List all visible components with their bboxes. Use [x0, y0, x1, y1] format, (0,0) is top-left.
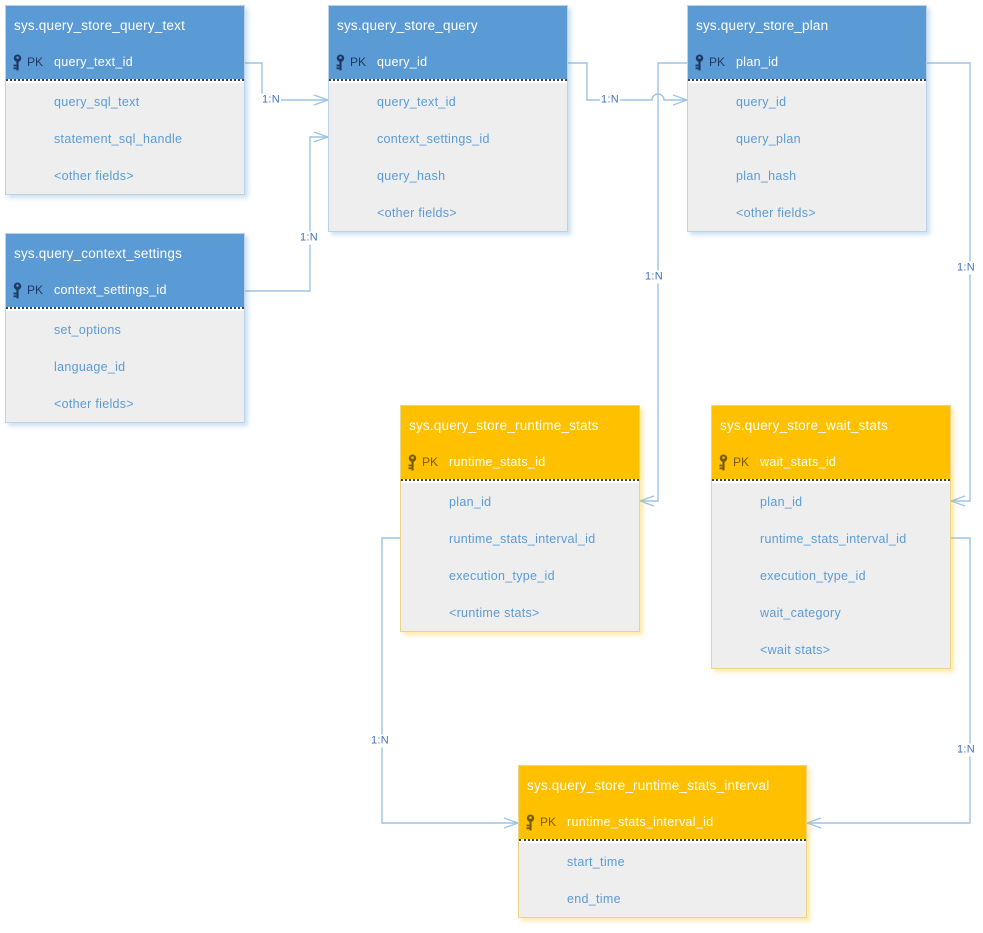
- pk-tag: PK: [27, 283, 44, 297]
- field-row: wait_category: [712, 594, 950, 631]
- table-title: sys.query_context_settings: [6, 234, 244, 273]
- primary-key-row: PK plan_id: [688, 45, 926, 79]
- connector-wait_stats-to-interval[interactable]: [807, 537, 971, 824]
- field-row: runtime_stats_interval_id: [401, 520, 639, 557]
- primary-key-icon: [526, 814, 535, 830]
- cardinality-label: 1:N: [643, 270, 665, 284]
- field-row: execution_type_id: [712, 557, 950, 594]
- pk-tag: PK: [733, 455, 750, 469]
- field-row: <other fields>: [6, 157, 244, 194]
- primary-key-icon: [13, 54, 22, 70]
- connector-context_settings-to-query[interactable]: [245, 136, 328, 292]
- field-row: <wait stats>: [712, 631, 950, 668]
- primary-key-icon: [719, 454, 728, 470]
- table-title: sys.query_store_plan: [688, 6, 926, 45]
- connector-arrowhead-icon: [638, 495, 655, 507]
- field-row: execution_type_id: [401, 557, 639, 594]
- cardinality-label: 1:N: [599, 93, 621, 107]
- cardinality-label: 1:N: [369, 734, 391, 748]
- pk-tag: PK: [540, 815, 557, 829]
- connector-runtime_stats-to-interval[interactable]: [381, 537, 518, 824]
- table-title: sys.query_store_runtime_stats_interval: [519, 766, 806, 805]
- pk-separator: [6, 307, 244, 311]
- cardinality-label: 1:N: [260, 93, 282, 107]
- field-row: query_text_id: [329, 83, 567, 120]
- field-row: plan_hash: [688, 157, 926, 194]
- table-title: sys.query_store_runtime_stats: [401, 406, 639, 445]
- table-title: sys.query_store_query: [329, 6, 567, 45]
- primary-key-row: PK runtime_stats_id: [401, 445, 639, 479]
- pk-separator: [329, 79, 567, 83]
- table-title: sys.query_store_query_text: [6, 6, 244, 45]
- pk-field-name: runtime_stats_id: [449, 455, 546, 469]
- primary-key-row: PK query_id: [329, 45, 567, 79]
- pk-field-name: query_text_id: [54, 55, 133, 69]
- cardinality-label: 1:N: [955, 261, 977, 275]
- pk-separator: [6, 79, 244, 83]
- field-row: runtime_stats_interval_id: [712, 520, 950, 557]
- pk-separator: [712, 479, 950, 483]
- pk-field-name: wait_stats_id: [760, 455, 837, 469]
- pk-field-name: context_settings_id: [54, 283, 167, 297]
- pk-tag: PK: [709, 55, 726, 69]
- pk-separator: [519, 839, 806, 843]
- field-row: <runtime stats>: [401, 594, 639, 631]
- cardinality-label: 1:N: [298, 231, 320, 245]
- field-row: query_plan: [688, 120, 926, 157]
- table-title: sys.query_store_wait_stats: [712, 406, 950, 445]
- pk-separator: [401, 479, 639, 483]
- pk-tag: PK: [27, 55, 44, 69]
- field-row: <other fields>: [688, 194, 926, 231]
- field-row: query_id: [688, 83, 926, 120]
- primary-key-row: PK runtime_stats_interval_id: [519, 805, 806, 839]
- primary-key-icon: [408, 454, 417, 470]
- connector-query_text-to-query[interactable]: [245, 62, 328, 101]
- field-row: query_hash: [329, 157, 567, 194]
- field-row: set_options: [6, 311, 244, 348]
- primary-key-row: PK wait_stats_id: [712, 445, 950, 479]
- field-row: plan_id: [712, 483, 950, 520]
- connector-query-to-plan[interactable]: [568, 62, 687, 101]
- primary-key-row: PK query_text_id: [6, 45, 244, 79]
- primary-key-icon: [695, 54, 704, 70]
- connector-arrowhead-icon: [949, 495, 966, 507]
- field-row: start_time: [519, 843, 806, 880]
- pk-field-name: query_id: [377, 55, 428, 69]
- field-row: statement_sql_handle: [6, 120, 244, 157]
- primary-key-row: PK context_settings_id: [6, 273, 244, 307]
- primary-key-icon: [13, 282, 22, 298]
- pk-tag: PK: [350, 55, 367, 69]
- cardinality-label: 1:N: [955, 743, 977, 757]
- pk-field-name: runtime_stats_interval_id: [567, 815, 714, 829]
- field-row: context_settings_id: [329, 120, 567, 157]
- connector-plan-to-wait_stats[interactable]: [927, 62, 971, 502]
- connector-arrowhead-icon: [805, 817, 822, 829]
- pk-separator: [688, 79, 926, 83]
- field-row: language_id: [6, 348, 244, 385]
- field-row: query_sql_text: [6, 83, 244, 120]
- pk-field-name: plan_id: [736, 55, 779, 69]
- field-row: <other fields>: [6, 385, 244, 422]
- field-row: <other fields>: [329, 194, 567, 231]
- pk-tag: PK: [422, 455, 439, 469]
- field-row: plan_id: [401, 483, 639, 520]
- field-row: end_time: [519, 880, 806, 917]
- primary-key-icon: [336, 54, 345, 70]
